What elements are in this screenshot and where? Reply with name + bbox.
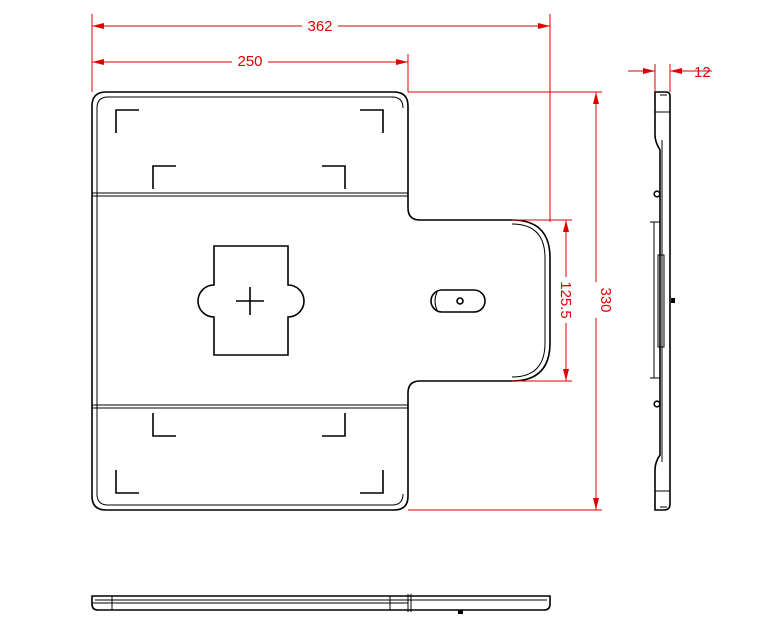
dim-362-label: 362 [307,18,332,35]
plus-crosshair-icon [236,287,264,315]
corner-brackets-inner [152,165,346,437]
side-profile [654,91,671,511]
plate-inner-edge [96,96,404,506]
side-rivet-top [653,190,661,198]
dimensions: 362 250 330 125.5 12 [91,14,712,511]
tab-slot [430,289,486,313]
dim-250-label: 250 [237,53,262,70]
front-view [91,91,551,511]
dim-12-label: 12 [694,64,711,81]
tab-inner-edge [511,223,546,378]
side-stud [671,298,675,303]
bottom-profile [91,595,551,611]
dim-125-label: 125.5 [557,281,574,319]
side-tab-inner [657,254,665,348]
side-view [650,91,675,511]
side-tab-profile [653,221,661,379]
keyhole-cutout [197,245,305,356]
plate-outline [91,91,551,511]
corner-brackets-outer [115,109,384,494]
bottom-view [91,594,551,614]
dim-330-label: 330 [597,287,614,312]
bottom-stud [458,610,463,614]
side-rivet-bottom [653,400,661,408]
